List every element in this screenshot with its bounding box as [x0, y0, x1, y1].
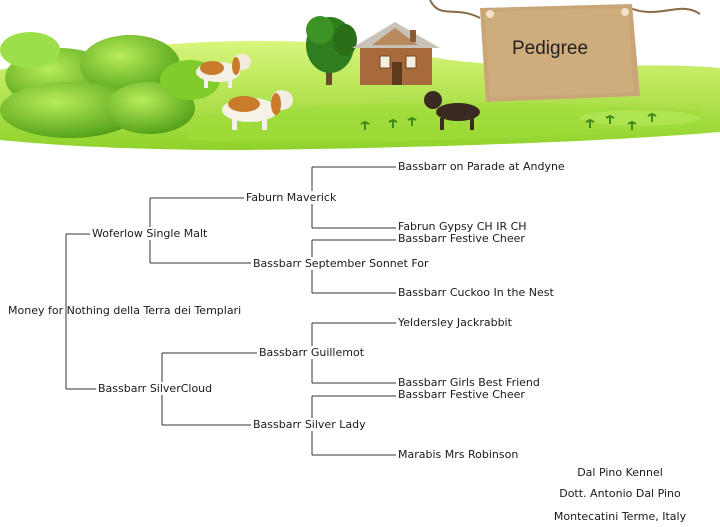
dam-dam-name: Bassbarr Silver Lady [251, 418, 368, 431]
page-title: Pedigree [512, 38, 589, 59]
header-banner [0, 0, 720, 151]
house-icon [352, 22, 440, 85]
kennel-location: Montecatini Terme, Italy [553, 510, 687, 523]
dam-sire-name: Bassbarr Guillemot [257, 346, 367, 359]
ggp-name: Bassbarr Festive Cheer [398, 232, 525, 245]
ggp-name: Marabis Mrs Robinson [398, 448, 519, 461]
ggp-name: Yeldersley Jackrabbit [398, 316, 512, 329]
sire-name: Woferlow Single Malt [90, 227, 210, 240]
sire-sire-name: Faburn Maverick [244, 191, 339, 204]
basset-hound-icon [222, 90, 293, 130]
sire-dam-name: Bassbarr September Sonnet For [251, 257, 431, 270]
sprouts [360, 112, 657, 130]
kennel-owner: Dott. Antonio Dal Pino [559, 487, 681, 500]
bush-cluster [0, 32, 220, 138]
tree-icon [306, 16, 357, 85]
dam-name: Bassbarr SilverCloud [96, 382, 215, 395]
basset-hound-icon [196, 54, 251, 88]
ggp-name: Bassbarr Cuckoo In the Nest [398, 286, 554, 299]
ggp-name: Bassbarr on Parade at Andyne [398, 160, 565, 173]
subject-name: Money for Nothing della Terra dei Templa… [8, 304, 242, 317]
ggp-name: Bassbarr Festive Cheer [398, 388, 525, 401]
ggp-name: Bassbarr Girls Best Friend [398, 376, 540, 389]
hanging-tag-icon [429, 0, 701, 102]
kennel-name: Dal Pino Kennel [577, 466, 663, 479]
dachshund-icon [424, 91, 480, 130]
ggp-name: Fabrun Gypsy CH IR CH [398, 220, 527, 233]
